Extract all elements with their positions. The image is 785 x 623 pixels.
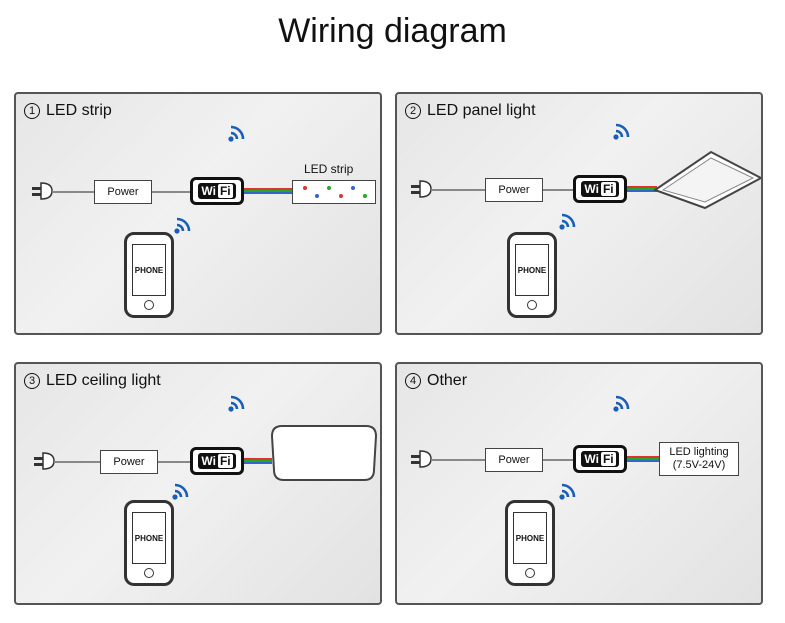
led-panel-light [653, 150, 761, 210]
cable [152, 191, 190, 193]
panel-label: LED strip [46, 102, 112, 119]
controller-wi: Wi [584, 182, 599, 196]
phone-screen-label: PHONE [132, 244, 166, 296]
controller-fi: Fi [217, 184, 233, 198]
panel-title: 2 LED panel light [405, 102, 536, 120]
power-supply: Power [485, 178, 543, 202]
phone-screen-label: PHONE [132, 512, 166, 564]
plug-icon [411, 180, 432, 198]
load-label-line1: LED lighting [669, 446, 729, 458]
wifi-signal-icon [228, 125, 245, 142]
load-label: LED strip [304, 162, 354, 176]
plug-icon [411, 450, 432, 468]
phone-icon: PHONE [505, 500, 555, 586]
power-supply: Power [100, 450, 158, 474]
panel-title: 3 LED ceiling light [24, 372, 161, 390]
wifi-signal-icon [559, 483, 576, 500]
power-supply: Power [485, 448, 543, 472]
wifi-signal-icon [559, 213, 576, 230]
controller-fi: Fi [217, 454, 233, 468]
wifi-signal-icon [174, 217, 191, 234]
cable [54, 461, 100, 463]
plug-icon [32, 182, 53, 200]
panel-number: 2 [405, 103, 421, 119]
led-lighting-box: LED lighting (7.5V-24V) [659, 442, 739, 476]
phone-icon: PHONE [507, 232, 557, 318]
phone-icon: PHONE [124, 500, 174, 586]
led-ceiling-light [270, 425, 378, 481]
controller-fi: Fi [600, 452, 616, 466]
rgb-cable [627, 456, 659, 462]
controller-wi: Wi [201, 184, 216, 198]
panel-title: 4 Other [405, 372, 467, 390]
phone-screen-label: PHONE [515, 244, 549, 296]
cable [431, 459, 485, 461]
cable [543, 459, 573, 461]
led-strip [292, 180, 376, 204]
rgb-cable [244, 188, 292, 194]
power-supply: Power [94, 180, 152, 204]
wifi-signal-icon [228, 395, 245, 412]
load-label-line2: (7.5V-24V) [672, 459, 726, 471]
controller-wi: Wi [201, 454, 216, 468]
panel-label: Other [427, 372, 468, 389]
panel-number: 3 [24, 373, 40, 389]
controller-wi: Wi [584, 452, 599, 466]
controller-fi: Fi [600, 182, 616, 196]
panel-number: 4 [405, 373, 421, 389]
phone-icon: PHONE [124, 232, 174, 318]
diagram-title: Wiring diagram [278, 12, 507, 50]
panel-title: 1 LED strip [24, 102, 112, 120]
wifi-signal-icon [613, 123, 630, 140]
cable [543, 189, 573, 191]
plug-icon [34, 452, 55, 470]
panel-label: LED panel light [427, 102, 536, 119]
rgb-cable [244, 458, 272, 464]
cable [431, 189, 485, 191]
panel-label: LED ceiling light [46, 372, 161, 389]
rgb-cable [627, 186, 657, 192]
wifi-signal-icon [613, 395, 630, 412]
panel-number: 1 [24, 103, 40, 119]
phone-screen-label: PHONE [513, 512, 547, 564]
wifi-signal-icon [172, 483, 189, 500]
cable [158, 461, 190, 463]
cable [52, 191, 94, 193]
